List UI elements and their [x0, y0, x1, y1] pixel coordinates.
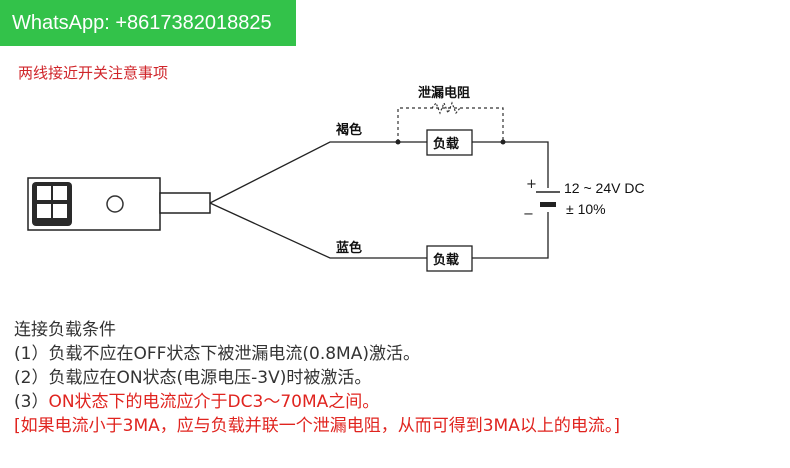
minus-sign: − [523, 207, 534, 222]
whatsapp-watermark: WhatsApp: +8617382018825 [0, 0, 296, 46]
note-item-3: (3）ON状态下的电流应介于DC3～70MA之间。 [14, 390, 620, 414]
leak-resistor-path [395, 101, 506, 145]
note-item-3-prefix: (3） [14, 392, 49, 412]
brown-wire-label: 褐色 [335, 122, 362, 138]
brown-wire [209, 141, 549, 204]
proximity-sensor [27, 177, 211, 231]
notes-block: 连接负载条件 (1）负载不应在OFF状态下被泄漏电流(0.8MA)激活。 (2）… [14, 318, 620, 438]
leak-resistor-label: 泄漏电阻 [418, 85, 470, 101]
wires [209, 141, 549, 259]
wiring-diagram: 泄漏电阻 褐色 蓝色 负载 负载 + − 12 ~ 24V DC ± 10% [27, 85, 645, 272]
supply-tolerance-label: ± 10% [566, 201, 606, 217]
load-top-label: 负载 [433, 136, 459, 152]
blue-wire-label: 蓝色 [336, 240, 362, 256]
note-item-1: (1）负载不应在OFF状态下被泄漏电流(0.8MA)激活。 [14, 344, 420, 364]
note-item-3-text: ON状态下的电流应介于DC3～70MA之间。 [48, 392, 380, 412]
resistor-icon [431, 101, 461, 115]
plus-sign: + [526, 177, 537, 192]
note-item-4: [如果电流小于3MA，应与负载并联一个泄漏电阻，从而可得到3MA以上的电流。] [14, 416, 620, 436]
supply-voltage-label: 12 ~ 24V DC [564, 180, 645, 196]
load-top: 负载 [426, 129, 473, 156]
load-bottom-label: 负载 [433, 252, 459, 268]
note-item-2: (2）负载应在ON状态(电源电压-3V)时被激活。 [14, 368, 372, 388]
notes-heading: 连接负载条件 [14, 320, 116, 340]
blue-wire [209, 202, 549, 259]
section-title: 两线接近开关注意事项 [18, 64, 169, 82]
battery-minus-plate [540, 202, 556, 207]
indicator-led-icon [106, 195, 124, 213]
load-bottom: 负载 [426, 245, 473, 272]
dc-supply: + − 12 ~ 24V DC ± 10% [523, 177, 645, 222]
